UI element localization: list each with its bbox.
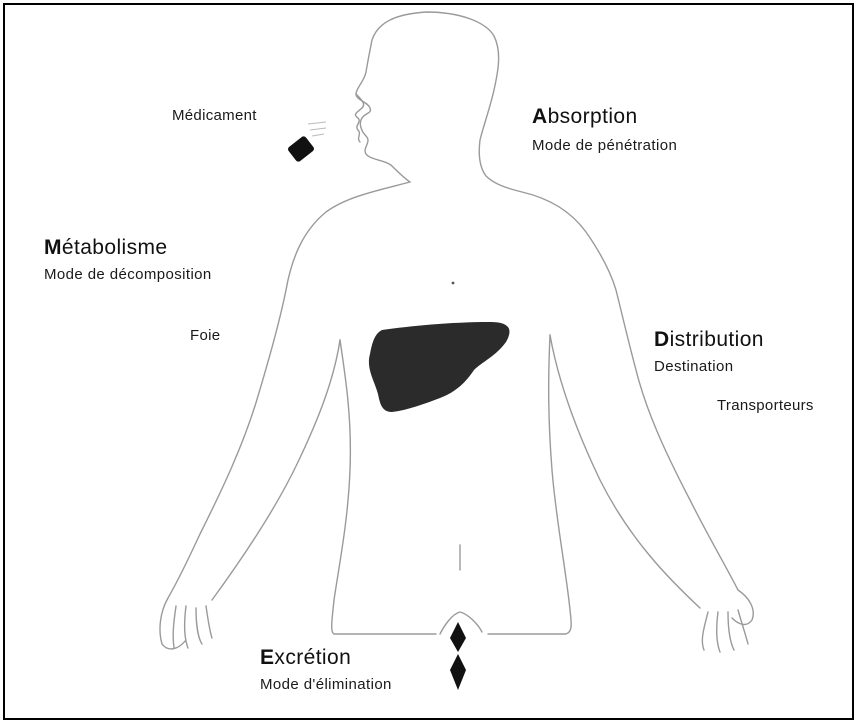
label-transporteurs: Transporteurs — [717, 397, 814, 414]
distribution-cap: D — [654, 328, 670, 351]
label-distribution: Distribution — [654, 328, 764, 352]
label-absorption-sub: Mode de pénétration — [532, 137, 677, 154]
liver-shape — [369, 322, 510, 412]
distribution-rest: istribution — [670, 328, 764, 351]
right-hand — [702, 590, 753, 652]
torso-right — [488, 335, 571, 634]
label-excretion-sub: Mode d'élimination — [260, 676, 392, 693]
label-metabolisme: Métabolisme — [44, 236, 167, 260]
excretion-rest: xcrétion — [274, 646, 351, 669]
head-outline — [356, 12, 738, 590]
label-absorption: Absorption — [532, 105, 638, 129]
label-foie: Foie — [190, 327, 220, 344]
label-excretion: Excrétion — [260, 646, 351, 670]
absorption-rest: bsorption — [548, 105, 638, 128]
absorption-cap: A — [532, 105, 548, 128]
pill-icon — [287, 122, 326, 163]
drop-icon-upper — [450, 622, 466, 652]
label-distribution-sub: Destination — [654, 358, 733, 375]
metabolisme-cap: M — [44, 236, 62, 259]
left-hand — [160, 598, 212, 649]
label-metabolisme-sub: Mode de décomposition — [44, 266, 212, 283]
left-shoulder-arm — [168, 182, 410, 598]
metabolisme-rest: étabolisme — [62, 236, 168, 259]
label-medicament: Médicament — [172, 107, 257, 124]
right-inner-arm — [550, 335, 700, 608]
excretion-cap: E — [260, 646, 274, 669]
drop-icon-lower — [450, 654, 466, 690]
